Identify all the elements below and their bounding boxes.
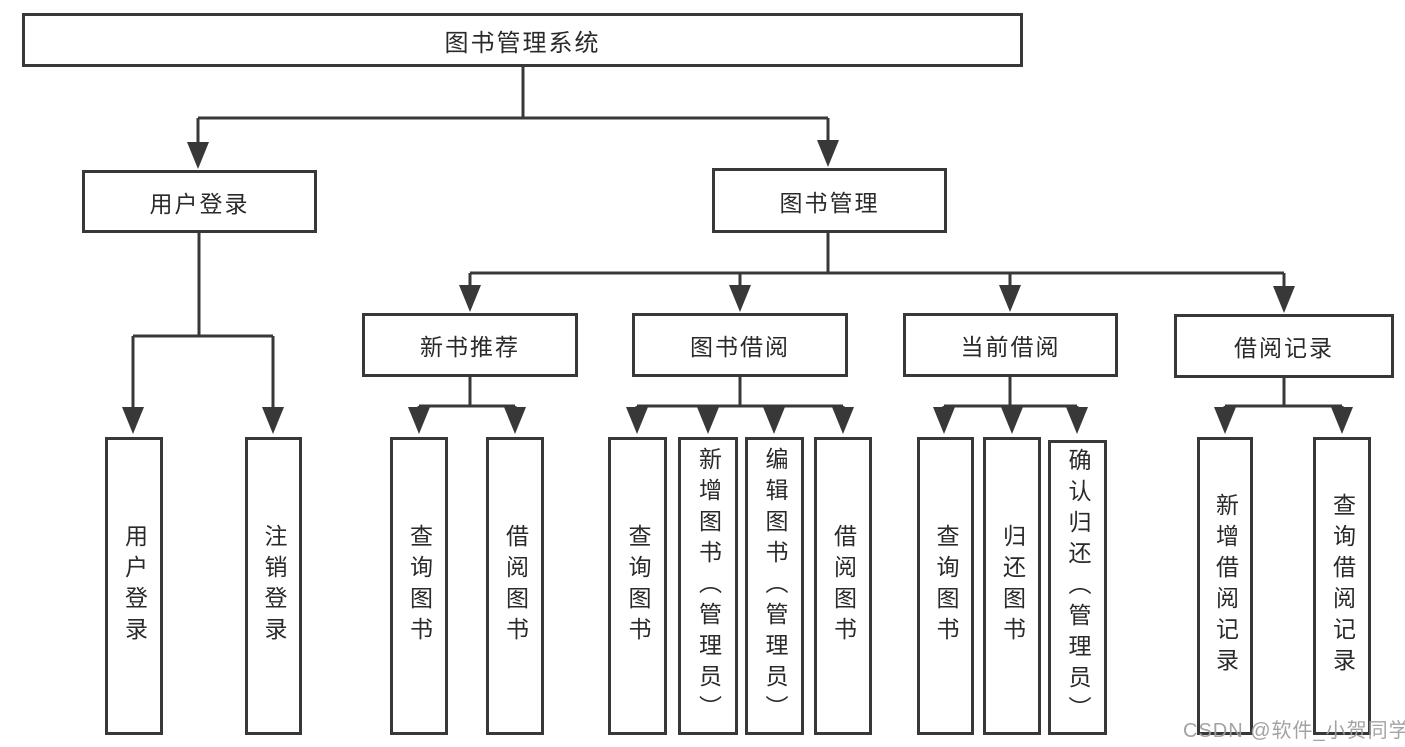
arrowhead [626,407,648,434]
connector-records-to-leaves [1223,377,1344,418]
leaf-bb-edit-book: 编辑图书（管理员） [745,437,804,735]
arrowhead [763,407,785,434]
arrowhead [1214,407,1236,434]
leaf-logout: 注销登录 [245,437,302,735]
leaf-cb-return-book: 归还图书 [983,437,1041,735]
leaf-bb-borrow-book-label: 借阅图书 [830,524,857,648]
leaf-cb-confirm-return-label: 确认归还（管理员） [1065,448,1091,727]
leaf-nb-query-book-label: 查询图书 [406,524,433,648]
arrowhead [1066,407,1088,434]
leaf-cb-confirm-return: 确认归还（管理员） [1048,440,1107,735]
node-book-management: 图书管理 [712,168,947,233]
csdn-watermark: CSDN @软件_小贺同学 [1183,720,1405,742]
leaf-br-add-record-label: 新增借阅记录 [1212,493,1239,679]
arrowhead [832,407,854,434]
leaf-br-query-record-label: 查询借阅记录 [1329,493,1356,679]
node-user-login: 用户登录 [82,170,317,233]
connector-bookmgmt-to-l3 [468,233,1286,296]
arrowhead [504,407,526,434]
arrowhead [187,142,209,169]
node-book-management-label: 图书管理 [779,189,880,216]
leaf-nb-query-book: 查询图书 [390,437,448,735]
connector-bookborrow-to-leaves [635,377,845,418]
connector-root-to-l2 [196,67,830,152]
node-current-borrowing-label: 当前借阅 [960,334,1061,360]
leaf-bb-edit-book-label: 编辑图书（管理员） [762,446,788,726]
leaf-cb-return-book-label: 归还图书 [999,524,1026,648]
arrowhead [933,407,955,434]
node-book-borrowing: 图书借阅 [632,313,848,377]
arrowhead [262,407,284,434]
leaf-cb-query-book: 查询图书 [917,437,974,735]
node-root-label: 图书管理系统 [444,29,601,57]
leaf-bb-add-book-label: 新增图书（管理员） [695,446,722,726]
arrowhead [122,407,144,434]
leaf-bb-borrow-book: 借阅图书 [814,437,872,735]
leaf-nb-borrow-book: 借阅图书 [486,437,544,735]
leaf-bb-query-book-label: 查询图书 [625,524,651,648]
leaf-nb-borrow-book-label: 借阅图书 [502,524,529,648]
node-root: 图书管理系统 [22,13,1023,67]
node-borrowing-records-label: 借阅记录 [1234,335,1334,361]
arrowhead [459,285,481,312]
leaf-cb-query-book-label: 查询图书 [933,524,959,648]
node-new-book-recommendation-label: 新书推荐 [420,334,520,360]
leaf-bb-add-book: 新增图书（管理员） [678,437,738,735]
node-current-borrowing: 当前借阅 [903,313,1118,377]
leaf-bb-query-book: 查询图书 [608,437,667,735]
arrowhead [1331,407,1353,434]
arrowhead [817,140,839,167]
node-user-login-label: 用户登录 [149,190,250,217]
leaf-user-login-label: 用户登录 [121,524,148,648]
leaf-logout-label: 注销登录 [261,524,287,648]
arrowhead [999,285,1021,312]
arrowhead [408,407,430,434]
arrowhead [1001,407,1023,434]
arrowhead [697,407,719,434]
node-book-borrowing-label: 图书借阅 [690,334,790,360]
leaf-user-login: 用户登录 [105,437,163,735]
arrowheads [122,140,1353,434]
node-new-book-recommendation: 新书推荐 [362,313,578,377]
connector-userlogin-to-leaves [131,233,275,418]
leaf-br-add-record: 新增借阅记录 [1197,437,1253,735]
arrowhead [729,285,751,312]
node-borrowing-records: 借阅记录 [1174,314,1394,378]
leaf-br-query-record: 查询借阅记录 [1313,437,1371,735]
arrowhead [1273,286,1295,313]
connector-newbook-to-leaves [417,377,517,418]
